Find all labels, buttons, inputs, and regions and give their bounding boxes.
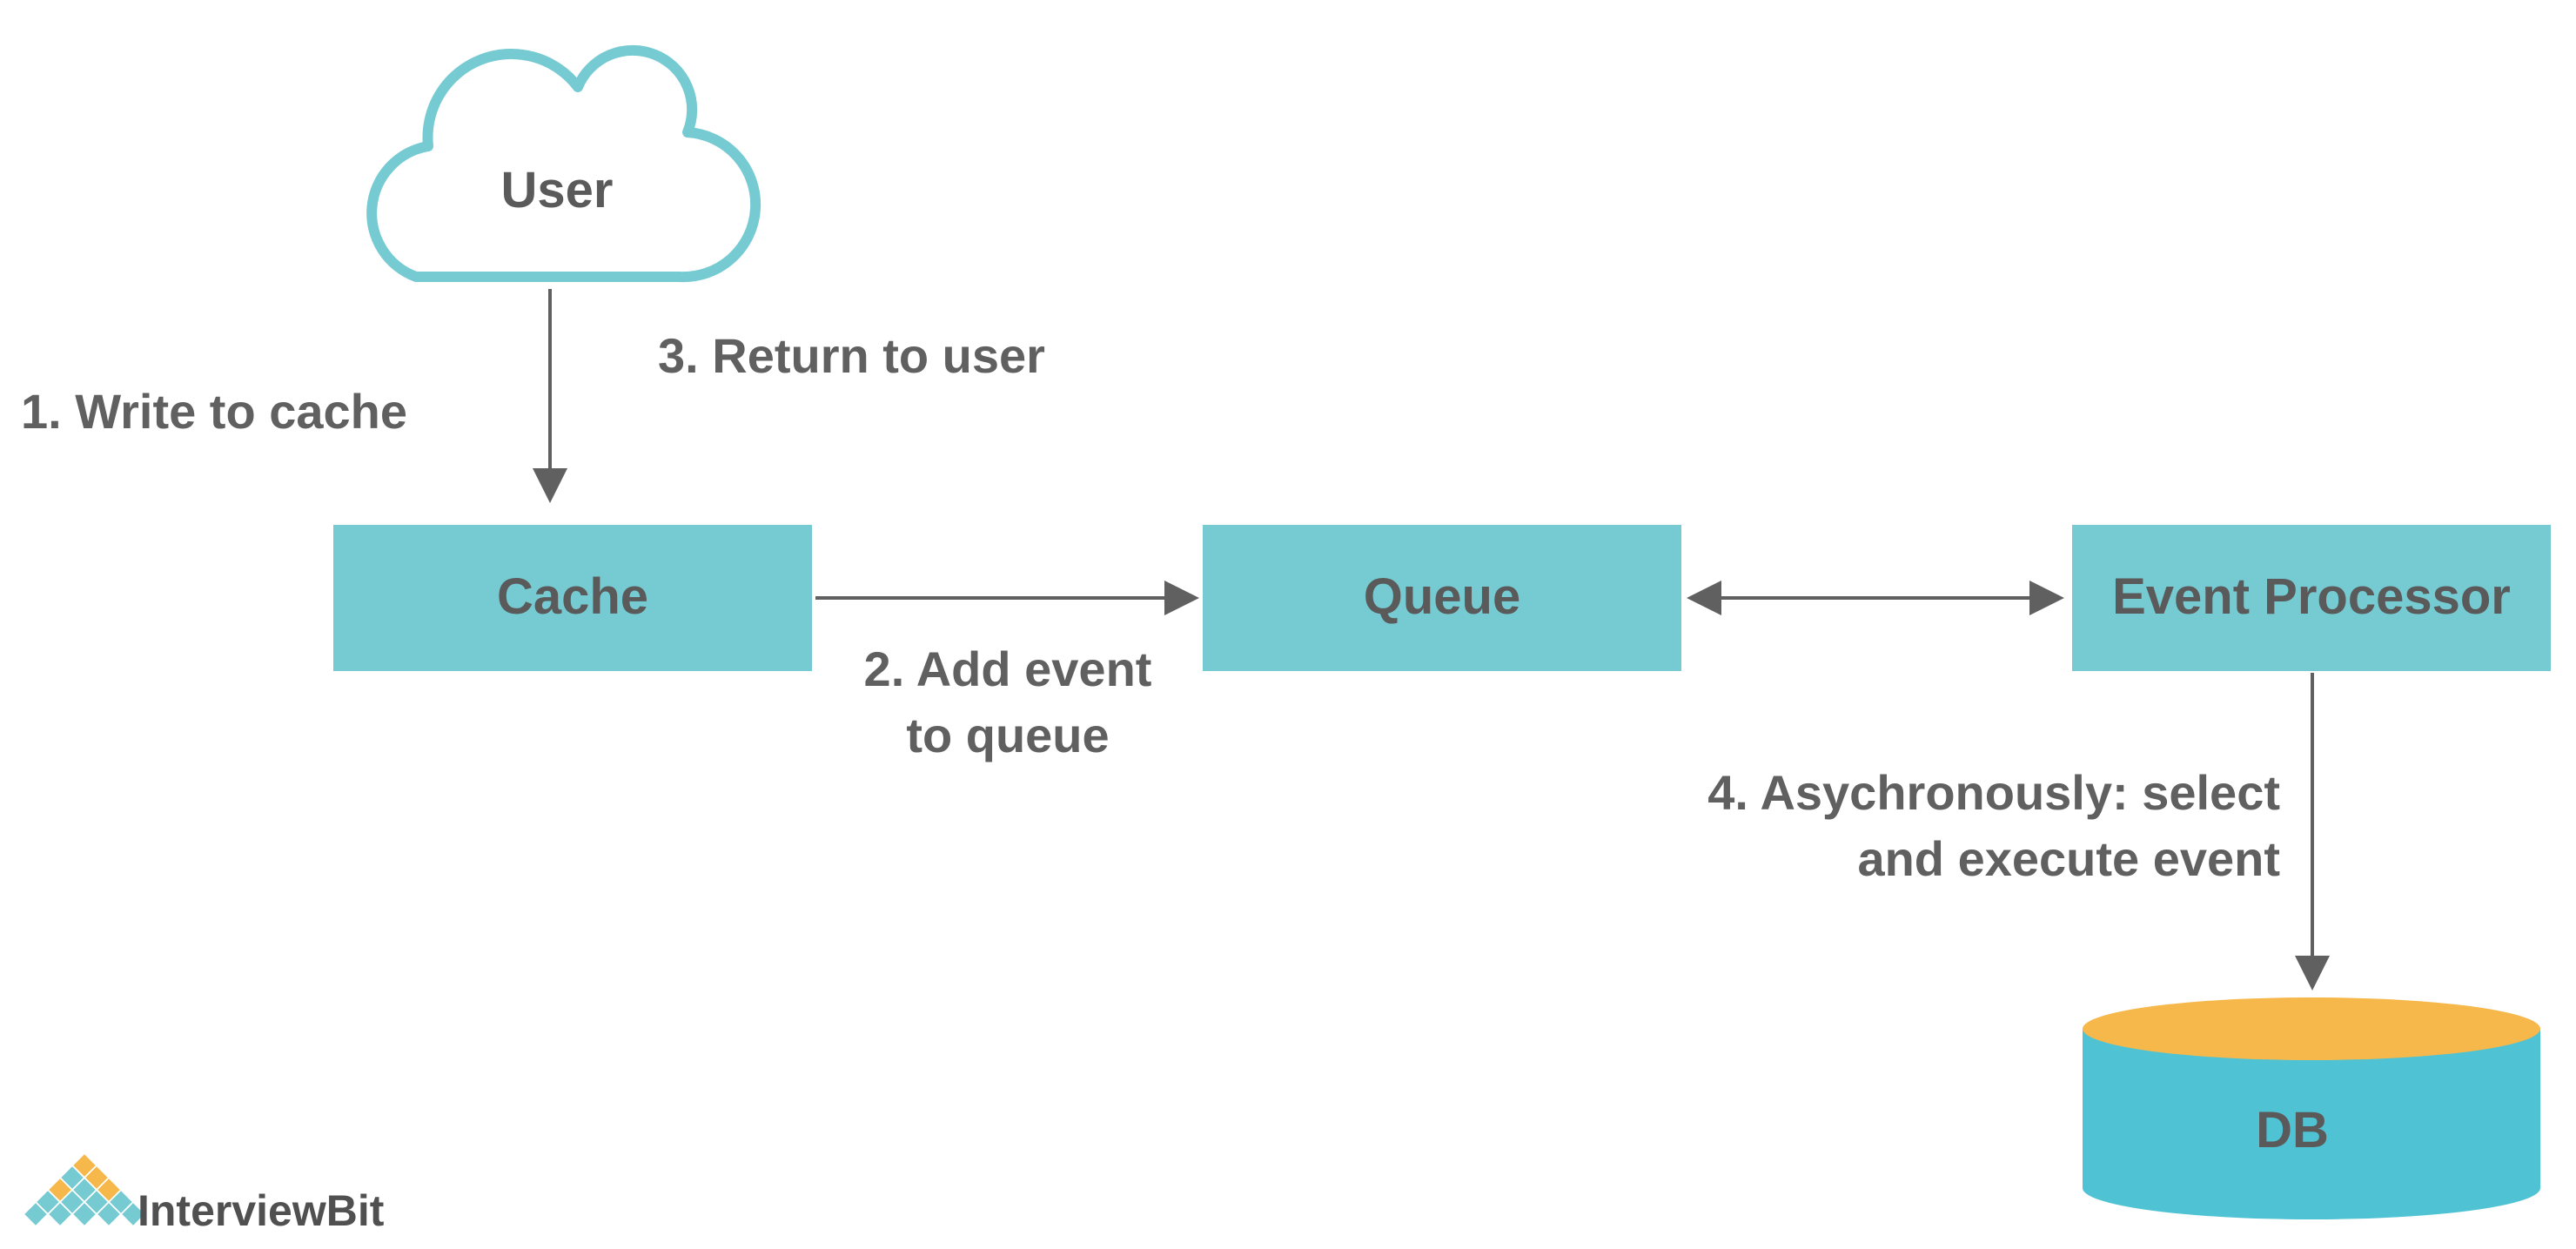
cache-box [333,525,812,671]
step-add-event-line2: to queue [906,708,1109,762]
user-label: User [501,162,614,218]
db-node: DB [2083,997,2540,1219]
user-cloud: User [366,44,761,283]
cache-node: Cache [333,525,812,671]
logo-diamond-icon [24,1154,144,1225]
event-processor-label: Event Processor [2112,568,2511,625]
interviewbit-logo: InterviewBit [24,1154,385,1235]
db-top [2083,997,2540,1060]
step-return-user-label: 3. Return to user [658,328,1045,383]
step-async-line1: 4. Asychronously: select [1707,765,2280,820]
queue-node: Queue [1203,525,1681,671]
queue-label: Queue [1364,568,1521,625]
step-async-line2: and execute event [1857,831,2280,886]
event-processor-node: Event Processor [2072,525,2551,671]
logo-text: InterviewBit [138,1186,385,1235]
step-add-event-line1: 2. Add event [864,641,1152,696]
cache-label: Cache [497,568,648,625]
step-write-cache-label: 1. Write to cache [21,384,407,439]
event-processor-box [2072,525,2551,671]
db-label: DB [2256,1102,2329,1158]
cloud-icon [366,44,761,283]
db-body [2083,1029,2540,1219]
queue-box [1203,525,1681,671]
